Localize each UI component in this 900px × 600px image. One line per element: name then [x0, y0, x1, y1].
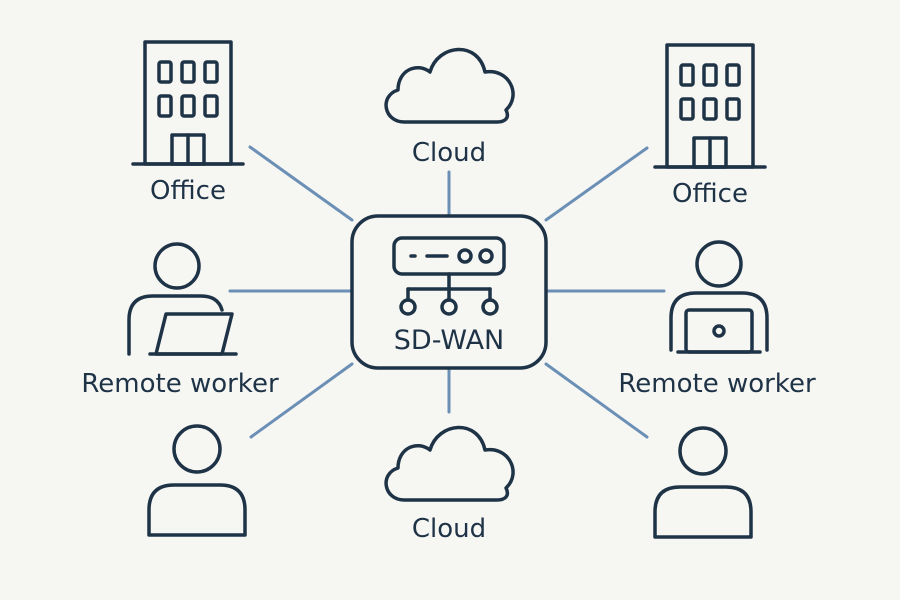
user-icon: [147, 424, 247, 537]
user-icon: [653, 426, 753, 539]
node-label-remote-worker-right: Remote worker: [618, 369, 816, 399]
node-label-cloud-bottom: Cloud: [411, 514, 487, 544]
sdwan-hub: [350, 214, 548, 370]
node-label-office-left: Office: [150, 176, 226, 206]
office-building-icon: [131, 40, 245, 166]
remote-worker-laptop-icon: [127, 242, 238, 356]
cloud-icon: [384, 47, 515, 124]
remote-worker-laptop-icon: [669, 240, 769, 354]
node-label-remote-worker-left: Remote worker: [81, 369, 279, 399]
connector-user-bottom-right: [544, 362, 649, 439]
connector-user-bottom-left: [249, 362, 354, 439]
node-label-cloud-top: Cloud: [411, 138, 487, 168]
office-building-icon: [653, 43, 767, 169]
connector-office-right: [544, 146, 649, 222]
hub-label: SD-WAN: [393, 325, 505, 356]
node-label-office-right: Office: [672, 179, 748, 209]
router-icon: [392, 236, 506, 316]
connector-office-left: [248, 145, 354, 222]
cloud-icon: [384, 425, 515, 502]
